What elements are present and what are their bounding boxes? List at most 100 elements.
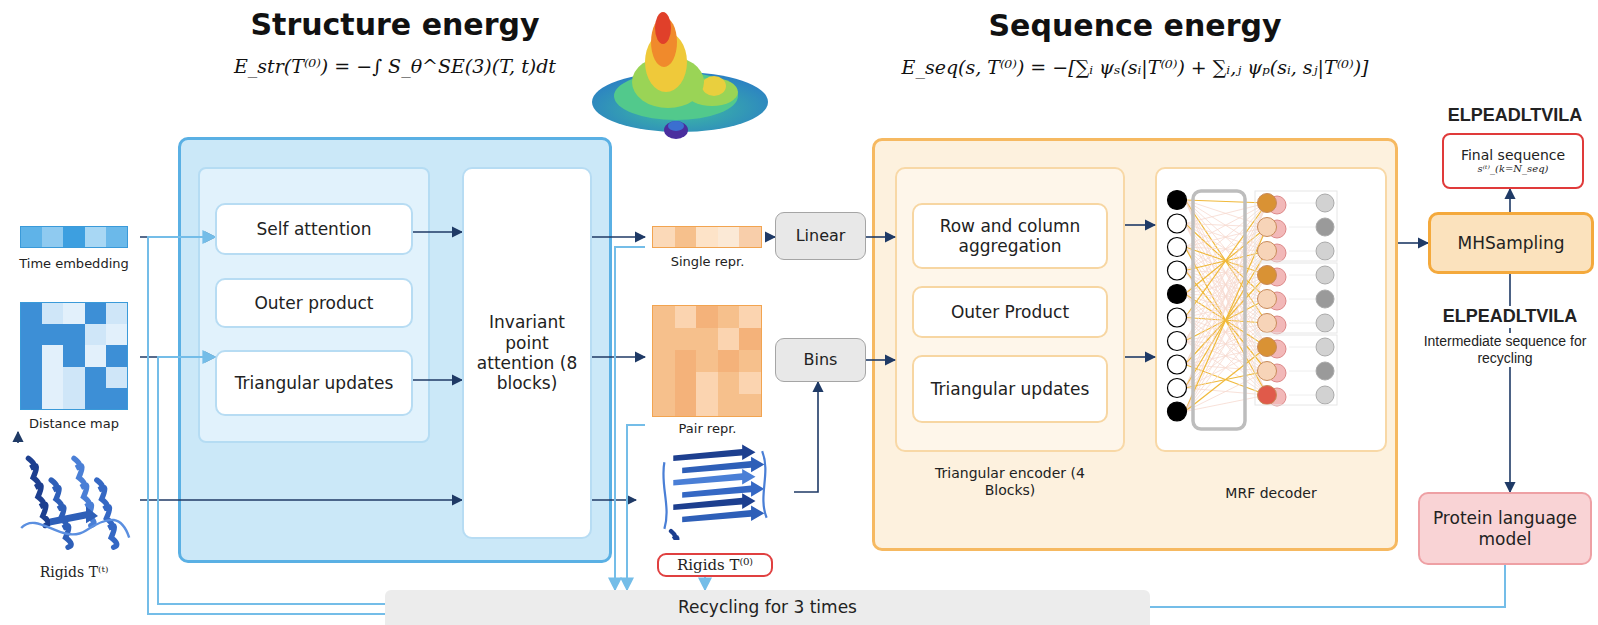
connector (866, 359, 895, 361)
node-text: Recycling for 3 times (678, 597, 857, 617)
connector (1398, 242, 1428, 244)
input-map: Distance map (8, 300, 140, 432)
connector (148, 237, 385, 614)
node-text: Outer Product (951, 302, 1069, 322)
operation-box: Bins (775, 338, 866, 382)
heat-cell (106, 303, 127, 324)
strip-cell (85, 227, 106, 247)
node-text: E_seq(s, T⁽⁰⁾) = −[∑ᵢ ψₛ(sᵢ|T⁽⁰⁾) + ∑ᵢ,ⱼ… (752, 56, 1518, 79)
energy-surface (592, 12, 768, 139)
process-box: Invariant point attention (8 blocks) (462, 167, 592, 539)
process-box: Outer product (215, 278, 413, 328)
protein-structure (658, 440, 773, 540)
node-text: E_str(T⁽⁰⁾) = −∫ S_θ^SE(3)(T, t)dt (138, 55, 652, 78)
connector (140, 499, 462, 501)
feature-strip (652, 226, 762, 248)
connector (866, 236, 895, 238)
decoder-group: MRF decoder (1155, 167, 1387, 507)
heat-cell (653, 372, 675, 394)
node-text: Outer product (254, 293, 373, 313)
node-text: MRF decoder (1155, 485, 1387, 502)
heat-cell (675, 394, 697, 416)
representation: Pair repr. (645, 303, 770, 437)
node-text: Rigids T⁽⁰⁾ (657, 553, 773, 577)
heat-cell (718, 306, 740, 328)
connector (17, 432, 19, 443)
node-text: Sequence energy (872, 8, 1398, 44)
node-text: Time embedding (19, 256, 128, 272)
process-box: Self attention (215, 203, 413, 255)
recycling-band: Recycling for 3 times (385, 590, 1150, 625)
strip-cell (106, 227, 127, 247)
strip-cell (63, 227, 84, 247)
heat-cell (106, 367, 127, 388)
node-text: s⁽ᵗ⁾_(k=N_seq) (1478, 163, 1549, 175)
heat-cell (63, 324, 84, 345)
heat-map (652, 305, 762, 417)
heat-cell (85, 303, 106, 324)
heat-cell (21, 324, 42, 345)
protein-structure (14, 443, 134, 553)
connector (592, 236, 645, 238)
output-box: ELPEADLTVILAFinal sequences⁽ᵗ⁾_(k=N_seq) (1442, 133, 1584, 189)
structure-module: Structure energyE_str(T⁽⁰⁾) = −∫ S_θ^SE(… (178, 137, 612, 563)
heat-cell (653, 328, 675, 350)
node-text: Self attention (257, 219, 372, 239)
node-text: Bins (804, 350, 838, 369)
heat-cell (42, 324, 63, 345)
heat-cell (696, 350, 718, 372)
heat-cell (739, 372, 761, 394)
free-label: ELPEADLTVILA (1440, 306, 1581, 328)
node-text: Triangular updates (235, 373, 394, 393)
heat-cell (718, 394, 740, 416)
feature-strip (20, 226, 128, 248)
process-box: Row and column aggregation (912, 203, 1108, 269)
strip-cell (21, 227, 42, 247)
free-label: Intermediate sequence for recycling (1416, 333, 1595, 367)
connector (1125, 224, 1155, 226)
heat-cell (85, 367, 106, 388)
heat-cell (63, 367, 84, 388)
mrf-graph (1155, 167, 1387, 452)
heat-cell (696, 394, 718, 416)
sampling-box: MHSampling (1428, 212, 1594, 274)
heat-cell (63, 345, 84, 366)
heat-cell (675, 306, 697, 328)
heat-cell (106, 345, 127, 366)
operation-box: Linear (775, 212, 866, 260)
process-box: Triangular updates (912, 355, 1108, 423)
connector (794, 382, 818, 492)
heat-cell (718, 372, 740, 394)
heat-cell (739, 350, 761, 372)
connector (1150, 565, 1505, 607)
heat-cell (42, 367, 63, 388)
node-text: ELPEADLTVILA (1419, 105, 1598, 127)
node-text: MHSampling (1457, 233, 1564, 253)
heat-cell (675, 350, 697, 372)
node-text: Triangular encoder (4 Blocks) (910, 465, 1110, 499)
heat-cell (106, 324, 127, 345)
node-text: Rigids T⁽ᵗ⁾ (40, 564, 109, 581)
connector (704, 577, 706, 590)
heat-cell (675, 328, 697, 350)
heat-cell (653, 350, 675, 372)
node-text: Protein language model (1428, 508, 1582, 549)
connector (627, 425, 645, 590)
heat-cell (696, 306, 718, 328)
encoder-group: Triangular encoder (4 Blocks) Row and col… (895, 167, 1125, 507)
heat-cell (739, 306, 761, 328)
heat-cell (718, 350, 740, 372)
heat-cell (653, 306, 675, 328)
heat-cell (739, 394, 761, 416)
strip-cell (718, 227, 740, 247)
heat-cell (85, 388, 106, 409)
model-box: Protein language model (1418, 492, 1592, 565)
input-structure: Rigids T⁽ᵗ⁾ (8, 443, 140, 581)
process-box: Outer Product (912, 286, 1108, 338)
strip-cell (653, 227, 675, 247)
heat-cell (63, 303, 84, 324)
heat-cell (696, 372, 718, 394)
heat-cell (21, 303, 42, 324)
heat-map (20, 302, 128, 410)
